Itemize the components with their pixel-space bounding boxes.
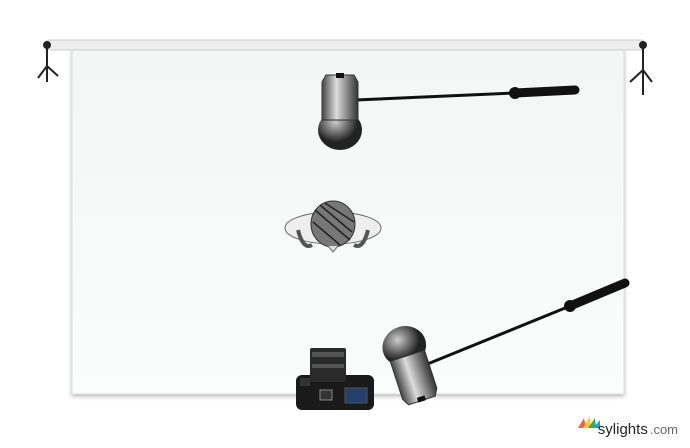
backdrop-stand-right: [629, 41, 653, 95]
logo-domain: .com: [649, 422, 678, 437]
sylights-logo: sylights.com: [598, 421, 678, 438]
camera: [296, 348, 374, 410]
fill-light: [382, 278, 630, 406]
subject: [284, 200, 382, 253]
key-light: [318, 73, 580, 150]
logo-name: sylights: [597, 421, 648, 438]
logo-mark: [578, 416, 600, 428]
backdrop-stand-left: [37, 41, 59, 82]
